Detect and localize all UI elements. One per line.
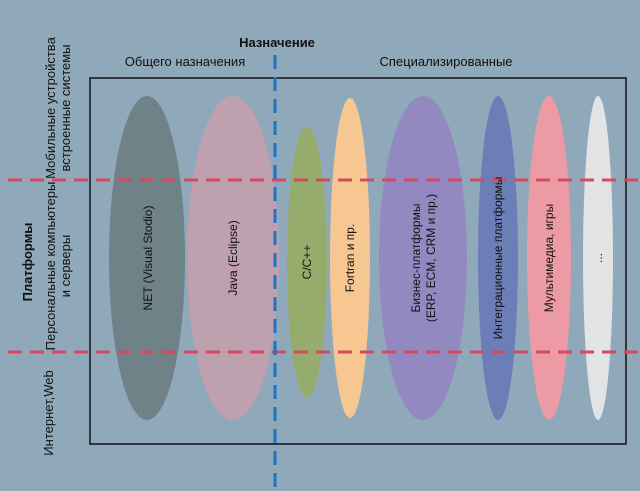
ellipse-labels: NET (Visual Stodio) Java (Eclipse) C/C++… [141,177,605,340]
row-mobile-label-line1: Мобильные устройства [43,36,58,178]
ellipse-net [109,96,185,420]
ellipse-integration-platforms [478,96,518,420]
ellipse-label-integration: Интеграционные платформы [491,177,505,340]
purpose-title: Назначение [239,35,315,50]
ellipse-label-other: ... [591,253,605,263]
ellipse-java [187,96,279,420]
ellipse-label-multimedia: Мультимедиа, игры [542,204,556,312]
general-purpose-label: Общего назначения [125,54,245,69]
ellipse-label-fortran: Fortran и пр. [343,224,357,293]
ellipse-multimedia [527,96,571,420]
ellipse-label-business-line2: (ERP, ECM, CRM и пр.) [424,194,438,322]
ellipse-label-net: NET (Visual Stodio) [141,206,155,311]
row-pc-label-line1: Персональные компьютеры [43,182,58,351]
row-pc-label-line2: и серверы [58,235,73,297]
ellipse-other [583,96,613,420]
ellipse-business-platforms [379,96,467,420]
ellipse-label-c-cpp: C/C++ [300,245,314,280]
diagram-frame [89,77,627,445]
row-web-label: Интернет,Web [41,370,56,455]
ellipse-label-java: Java (Eclipse) [226,220,240,295]
ellipse-c-cpp [287,126,327,398]
category-ellipses [109,96,613,420]
row-mobile-label-line2: встроенные системы [58,44,73,171]
platforms-title: Платформы [20,223,35,302]
ellipse-label-business-line1: Бизнес-платформы [409,204,423,313]
specialized-label: Специализированные [379,54,512,69]
ellipse-fortran [330,98,370,418]
